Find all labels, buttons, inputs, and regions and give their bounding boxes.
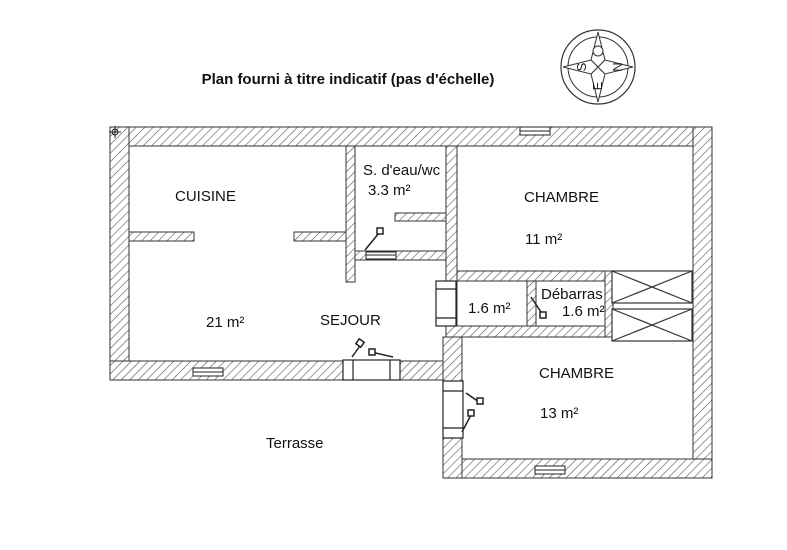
door-sejour-terrasse xyxy=(342,359,401,381)
terrasse-label: Terrasse xyxy=(266,435,324,452)
door-handle-icons xyxy=(351,227,547,433)
cupboard-bottom xyxy=(611,308,693,342)
interior-walls xyxy=(128,145,694,338)
room-area-debarras: 1.6 m² xyxy=(562,303,605,320)
room-label-sejour: SEJOUR xyxy=(320,312,381,329)
room-label-chambre-1: CHAMBRE xyxy=(524,189,599,206)
window-top-right xyxy=(519,126,551,136)
room-area-degagement: 1.6 m² xyxy=(468,300,511,317)
window-bathroom xyxy=(365,251,397,260)
window-bottom-right xyxy=(534,465,566,475)
corner-marker-icon xyxy=(109,126,121,138)
room-label-chambre-2: CHAMBRE xyxy=(539,365,614,382)
compass-south-label: S xyxy=(574,62,589,71)
room-area-sejour: 21 m² xyxy=(206,314,244,331)
compass-north-label: N xyxy=(610,62,625,71)
room-area-chambre-1: 11 m² xyxy=(525,231,562,248)
room-label-debarras: Débarras xyxy=(541,286,603,303)
room-area-chambre-2: 13 m² xyxy=(540,405,578,422)
room-label-sdb: S. d'eau/wc xyxy=(363,162,441,179)
door-degagement xyxy=(435,280,457,327)
room-area-sdb: 3.3 m² xyxy=(368,182,411,199)
exterior-walls xyxy=(109,126,713,479)
compass-east-label: E xyxy=(590,81,605,90)
window-bottom-left xyxy=(192,367,224,377)
compass-icon: S N E O xyxy=(560,29,636,105)
door-chambre2-terrasse xyxy=(442,380,464,439)
room-label-cuisine: CUISINE xyxy=(175,188,236,205)
plan-title: Plan fourni à titre indicatif (pas d'éch… xyxy=(202,71,495,88)
cupboard-top xyxy=(611,270,693,304)
